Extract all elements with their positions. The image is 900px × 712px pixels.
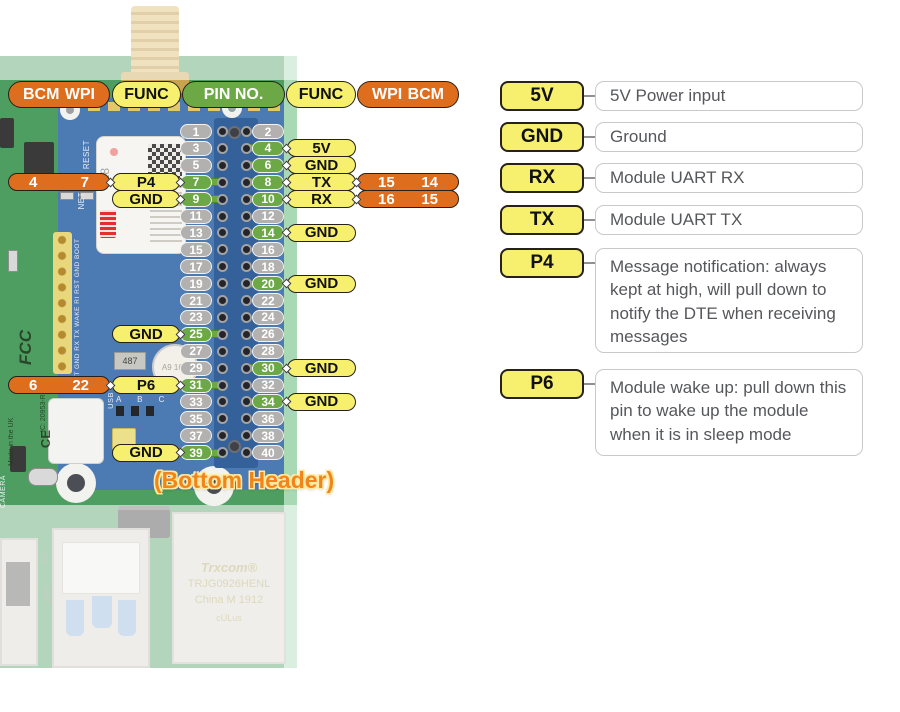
chip: [10, 446, 26, 472]
legend-desc-P6: Module wake up: pull down this pin to wa…: [595, 369, 863, 456]
legend-pin-P6: P6: [500, 369, 584, 399]
component: [60, 192, 74, 200]
pin1-dot: [110, 148, 118, 156]
hat-solder-pads: [88, 102, 284, 111]
legend-connector-line: [583, 383, 596, 385]
legend-connector-line: [583, 95, 596, 97]
legend-pin-TX: TX: [500, 205, 584, 235]
jumper-pad: [131, 406, 139, 416]
col-wpi: WPI: [64, 85, 95, 103]
column-header-wpi-bcm: WPI BCM: [357, 81, 459, 108]
legend-connector-line: [583, 262, 596, 264]
column-header-pin-no: PIN NO.: [182, 81, 285, 108]
bottom-fade-overlay: [0, 505, 300, 675]
resistor: 487: [114, 352, 146, 370]
legend-connector-line: [583, 136, 596, 138]
legend-pin-P4: P4: [500, 248, 584, 278]
legend-connector-line: [583, 177, 596, 179]
top-fade-overlay: [0, 0, 300, 80]
component: [80, 192, 94, 200]
col-bcm: BCM: [23, 85, 60, 103]
simcom-logo: [100, 210, 116, 238]
screw-hole: [56, 463, 96, 503]
column-header-func-right: FUNC: [286, 81, 356, 108]
micro-usb-port: [48, 398, 104, 464]
column-header-bcm-wpi: BCM WPI: [8, 81, 110, 108]
col-bcm: BCM: [407, 85, 444, 103]
col-wpi: WPI: [372, 85, 403, 103]
legend-desc-RX: Module UART RX: [595, 163, 863, 193]
chip: [0, 118, 14, 148]
header-dot: [228, 126, 241, 139]
legend-desc-5V: 5V Power input: [595, 81, 863, 111]
jumper-pad: [116, 406, 124, 416]
legend-connector-line: [583, 219, 596, 221]
legend-desc-P4: Message notification: always kept at hig…: [595, 248, 863, 353]
screw-hole: [194, 466, 234, 506]
jumper-pad: [146, 406, 154, 416]
component: [8, 250, 18, 272]
legend-pin-RX: RX: [500, 163, 584, 193]
bottom-header-note: (Bottom Header): [154, 467, 335, 493]
qr-code: [148, 144, 182, 178]
crystal: [28, 468, 58, 486]
gpio-header: [214, 118, 258, 468]
header-dot: [228, 440, 241, 453]
jumper-labels: A B C: [116, 395, 172, 404]
legend-pin-GND: GND: [500, 122, 584, 152]
legend-desc-TX: Module UART TX: [595, 205, 863, 235]
hat-header-strip: [53, 232, 72, 374]
column-header-func-left: FUNC: [112, 81, 181, 108]
legend-pin-5V: 5V: [500, 81, 584, 111]
legend-desc-GND: Ground: [595, 122, 863, 152]
